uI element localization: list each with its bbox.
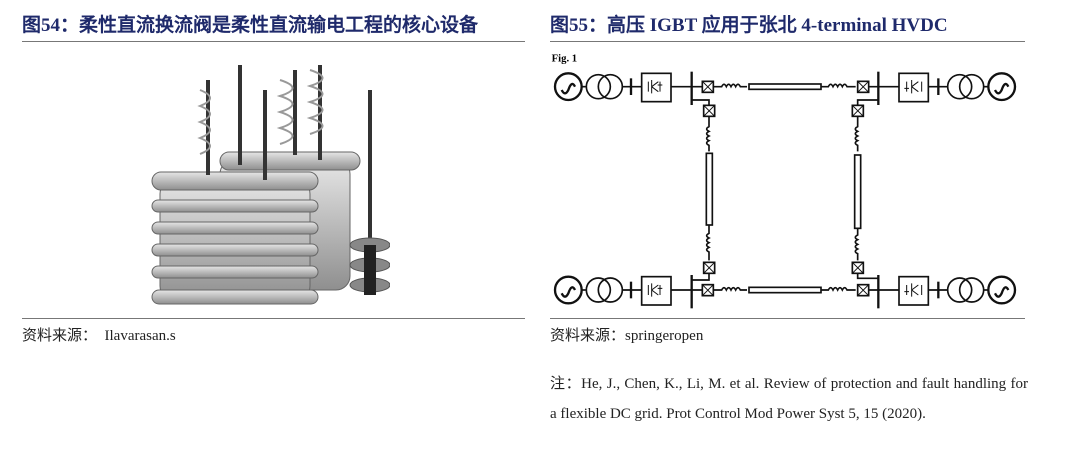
source-rule: [22, 318, 525, 319]
figure-55-title: 图55：高压 IGBT 应用于张北 4-terminal HVDC: [550, 15, 948, 36]
figure-54-title: 图54：柔性直流换流阀是柔性直流输电工程的核心设备: [22, 15, 479, 36]
source-rule: [550, 318, 1025, 319]
source-value: springeropen: [625, 328, 704, 344]
fig-label: Fig. 1: [552, 54, 577, 65]
source-label: 资料来源：: [22, 328, 98, 344]
title-rule: [22, 41, 525, 42]
source-label: 资料来源：: [550, 328, 626, 344]
figure-54-source: 资料来源： Ilavarasan.s: [22, 324, 176, 345]
hvdc-grid-diagram: Fig. 1: [552, 54, 1017, 310]
figure-55-source: 资料来源：springeropen: [550, 324, 703, 345]
source-value: Ilavarasan.s: [104, 328, 176, 344]
citation-note: 注：He, J., Chen, K., Li, M. et al. Review…: [550, 376, 1028, 422]
title-rule: [550, 41, 1025, 42]
converter-valve-image: [151, 65, 390, 305]
